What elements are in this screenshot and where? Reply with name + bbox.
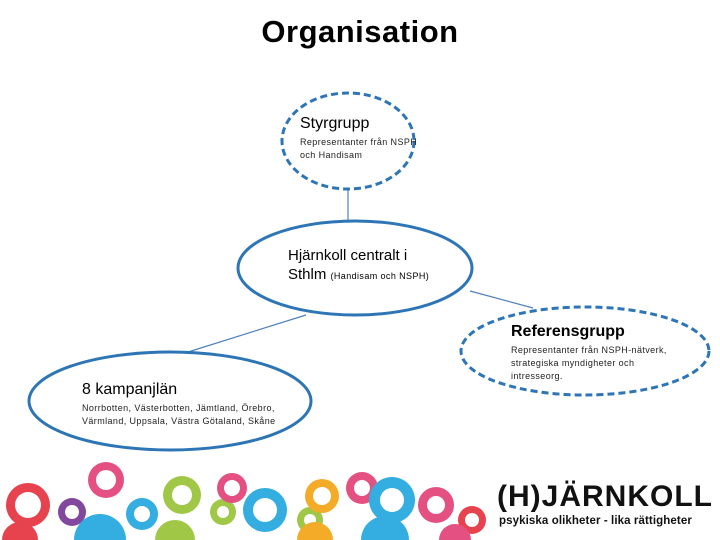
page-title: Organisation (261, 14, 459, 49)
kampanjlan-circle (27, 350, 313, 452)
people-silhouettes-banner (2, 462, 486, 540)
referensgrupp-heading: Referensgrupp (511, 323, 625, 340)
referensgrupp-node: Referensgrupp Representanter från NSPH-n… (511, 322, 671, 383)
referensgrupp-description: Representanter från NSPH-nätverk, strate… (511, 345, 667, 381)
styrgrupp-heading: Styrgrupp (300, 115, 370, 132)
styrgrupp-description: Representanter från NSPH och Handisam (300, 137, 418, 160)
styrgrupp-circle (280, 91, 416, 191)
kampanjlan-node: 8 kampanjlän Norrbotten, Västerbotten, J… (82, 380, 292, 428)
centralt-node: Hjärnkoll centralt i Sthlm (Handisam och… (288, 246, 438, 286)
styrgrupp-node: Styrgrupp Representanter från NSPH och H… (300, 114, 422, 162)
centralt-detail: (Handisam och NSPH) (330, 271, 430, 281)
kampanjlan-heading: 8 kampanjlän (82, 381, 178, 398)
brand-name: (H)JÄRNKOLL (497, 480, 713, 513)
kampanjlan-description: Norrbotten, Västerbotten, Jämtland, Öreb… (82, 403, 276, 426)
connector-central-ref (469, 290, 534, 309)
brand-tagline: psykiska olikheter - lika rättigheter (499, 515, 692, 527)
referensgrupp-circle (459, 305, 711, 397)
brand-logo: (H)JÄRNKOLL psykiska olikheter - lika rä… (497, 480, 717, 528)
centralt-heading: Hjärnkoll centralt i Sthlm (Handisam och… (288, 246, 438, 286)
centralt-circle (236, 219, 474, 317)
connector-central-kampanj (187, 314, 307, 353)
centralt-heading-text: Hjärnkoll centralt i Sthlm (288, 247, 408, 283)
